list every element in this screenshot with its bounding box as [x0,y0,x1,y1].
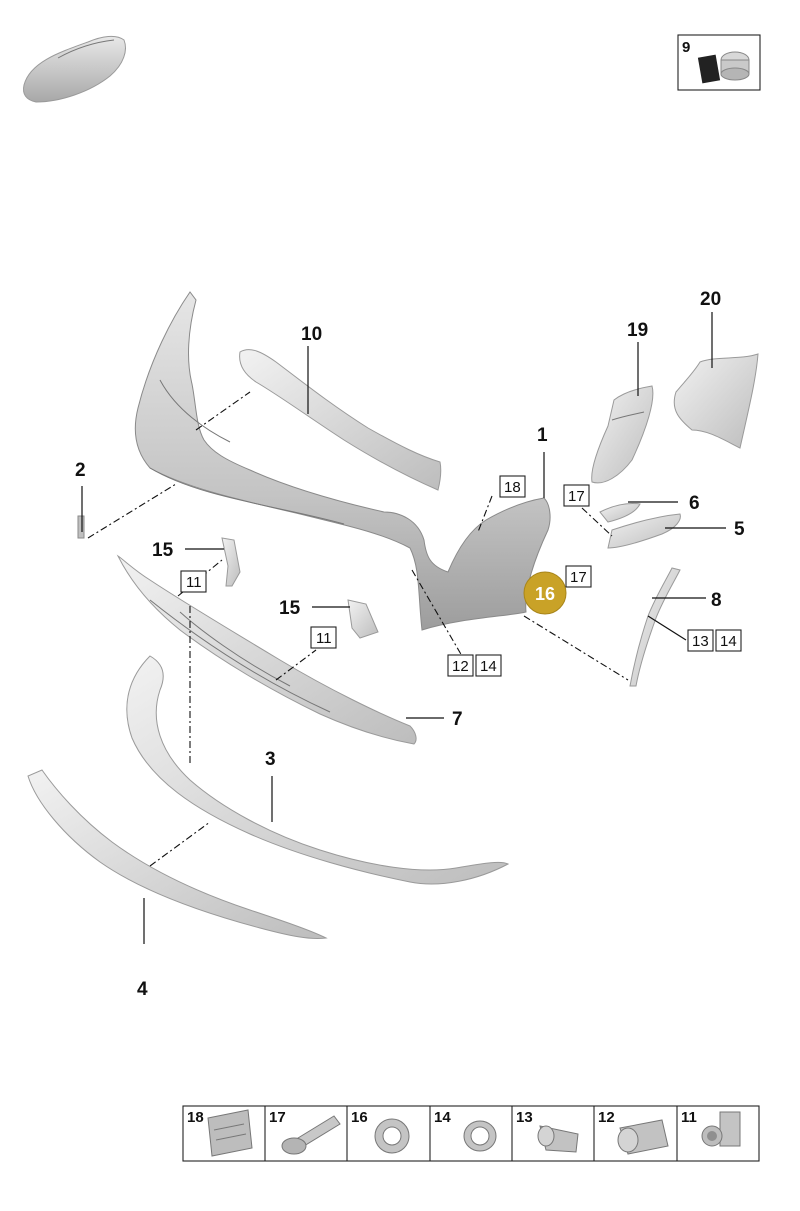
part-15-bracket-right [347,599,379,639]
callout-15-right: 15 [279,598,301,619]
boxed-ref-17-upper: 17 [563,484,590,507]
part-3 [126,655,510,885]
part-10 [239,349,442,491]
callout-20: 20 [700,289,721,310]
legend-item-16: 16 [351,1109,368,1126]
ring-icon [463,1120,497,1152]
highlight-part-16[interactable]: 16 [523,571,567,615]
svg-text:13: 13 [692,633,709,650]
callout-3: 3 [265,749,276,770]
svg-text:17: 17 [570,569,587,586]
leader-lines [81,312,726,944]
svg-text:14: 14 [720,633,737,650]
callout-8: 8 [711,590,722,611]
bumper-cover-part-1 [134,291,551,631]
callout-9: 9 [682,39,690,56]
part-6 [599,503,641,523]
callout-2: 2 [75,460,86,481]
callout-7: 7 [452,709,463,730]
boxed-ref-18: 18 [499,475,526,498]
reference-lines [87,391,629,867]
svg-text:17: 17 [568,488,585,505]
clip-strip-icon [207,1109,253,1157]
part-8 [629,567,681,687]
boxed-ref-11-right: 11 [310,626,337,649]
svg-text:11: 11 [316,630,332,647]
part-20 [673,353,759,449]
legend-item-18: 18 [187,1109,204,1126]
sensor-block-icon [617,1119,669,1155]
part-4 [27,769,328,939]
retaining-ring-icon [374,1118,410,1154]
sensor-icon [537,1125,579,1153]
callout-6: 6 [689,493,700,514]
boxed-ref-13: 13 [687,629,714,652]
boxed-ref-11-left: 11 [180,570,207,593]
callout-19: 19 [627,320,648,341]
highlight-label: 16 [535,584,555,604]
svg-text:14: 14 [480,658,497,675]
part-7-grille [116,554,417,745]
part-5 [607,513,681,549]
legend-item-11: 11 [681,1109,697,1126]
bracket-icon [701,1111,741,1147]
part-2 [77,515,85,539]
car-thumbnail [23,35,126,103]
boxed-ref-14-right: 14 [715,629,742,652]
boxed-ref-12: 12 [447,654,474,677]
part-19 [591,385,654,484]
legend-item-12: 12 [598,1109,615,1126]
svg-text:11: 11 [186,574,202,591]
callout-10: 10 [301,324,322,345]
svg-text:18: 18 [504,479,521,496]
boxed-ref-17-lower: 17 [565,565,592,588]
part-15-bracket-left [221,537,241,587]
callout-4: 4 [137,979,148,1000]
legend-strip: 18 17 16 14 13 12 11 [182,1105,760,1162]
legend-item-17: 17 [269,1109,286,1126]
callout-5: 5 [734,519,745,540]
callout-1: 1 [537,425,548,446]
legend-item-13: 13 [516,1109,533,1126]
boxed-ref-14-center: 14 [475,654,502,677]
legend-item-14: 14 [434,1109,451,1126]
part-9-inset: 9 [677,34,761,91]
callout-15-left: 15 [152,540,174,561]
screw-icon [281,1115,341,1155]
svg-text:12: 12 [452,658,469,675]
